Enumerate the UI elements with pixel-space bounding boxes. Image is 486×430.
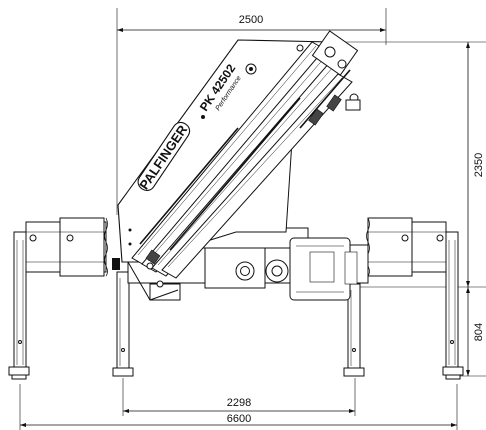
dim-outer-width: 6600 [227,413,251,425]
inner-legs [112,271,365,377]
dim-inner-width: 2298 [227,397,251,409]
dimension-arrows [20,28,470,427]
model-emblem [201,63,257,119]
dim-lower-height: 804 [473,323,485,341]
dim-height-right: 2350 [473,153,485,177]
stabilizer-right [367,217,464,380]
stabilizer-left [8,217,107,380]
dim-top-width: 2500 [239,14,263,26]
dimension-lines [19,8,486,430]
column-details [112,228,132,270]
boom-assembly [117,30,361,301]
